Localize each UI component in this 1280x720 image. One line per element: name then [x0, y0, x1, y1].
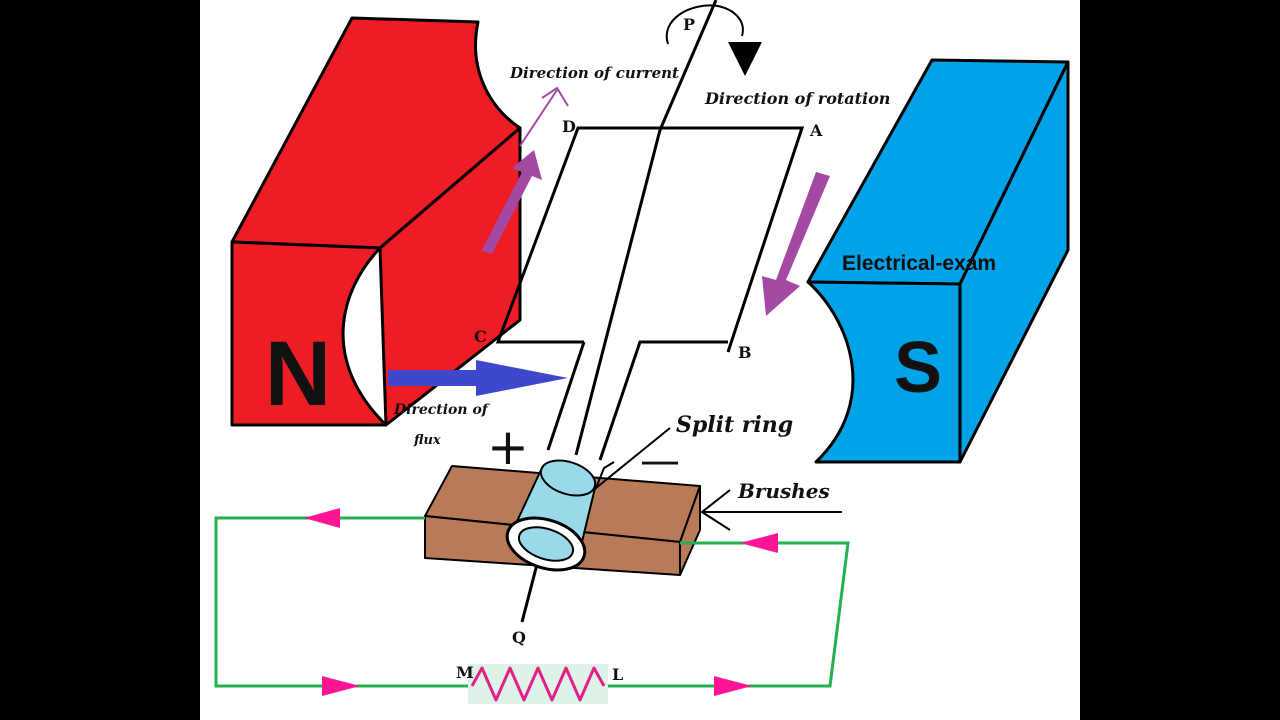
current-arrow-down-icon — [762, 172, 830, 316]
circuit-arrow-top-right-icon — [740, 533, 778, 553]
point-l-label: L — [612, 665, 623, 684]
flux-arrow-shaft — [388, 370, 480, 386]
split-ring-label: Split ring — [676, 412, 793, 438]
direction-of-flux-label-line1: Direction of — [393, 402, 491, 418]
split-ring-top — [539, 459, 597, 497]
north-magnet: N — [230, 16, 522, 427]
rotation-arrow-icon — [728, 42, 762, 76]
split-ring-pointer — [593, 427, 671, 492]
resistor-icon — [470, 666, 606, 702]
point-m-label: M — [456, 663, 474, 682]
minus-sign: — — [640, 438, 680, 484]
current-thin-arrowhead-icon — [541, 86, 569, 107]
north-pole-label: N — [265, 323, 331, 425]
circuit-arrow-bottom-right-icon — [714, 676, 752, 696]
coil-lead-left — [546, 341, 586, 451]
rotation-shaft-lower — [574, 129, 662, 456]
point-c-label: C — [474, 327, 487, 346]
rotation-shaft-upper — [658, 0, 718, 131]
point-p-label: P — [683, 15, 695, 34]
coil-lead-right — [598, 340, 728, 461]
rotation-arc — [665, 4, 744, 45]
split-ring — [505, 459, 597, 572]
south-pole-label: S — [894, 328, 942, 408]
direction-of-rotation-label: Direction of rotation — [704, 89, 890, 108]
circuit-arrow-top-left-icon — [304, 508, 340, 528]
split-ring-edge-right — [579, 487, 596, 551]
south-magnet: S Electrical-exam — [806, 58, 1070, 464]
split-ring-bottom-inner — [517, 526, 575, 562]
coil-outline — [495, 126, 805, 353]
brushes-pointer-arrowhead-icon — [700, 489, 731, 531]
current-thin-arrow-shaft — [519, 89, 558, 147]
point-b-label: B — [738, 343, 752, 362]
point-q-label: Q — [512, 628, 526, 647]
current-arrow-up-icon — [480, 150, 542, 254]
brush-side-face — [679, 485, 701, 576]
current-arrow-up — [480, 86, 569, 254]
brushes-label: Brushes — [737, 479, 830, 503]
direction-of-flux-label-line2: flux — [413, 433, 441, 448]
south-magnet-front-face — [806, 280, 962, 464]
north-magnet-side-face — [378, 126, 522, 427]
point-d-label: D — [562, 117, 576, 136]
video-watermark: InShOt — [942, 660, 1053, 698]
circuit-arrow-bottom-left-icon — [322, 676, 360, 696]
point-a-label: A — [809, 121, 823, 140]
plus-sign: + — [487, 418, 529, 476]
north-magnet-front-face — [230, 240, 388, 427]
flux-arrow — [388, 360, 568, 396]
direction-of-current-label: Direction of current — [509, 64, 679, 82]
brand-watermark: Electrical-exam — [842, 252, 996, 275]
external-circuit — [214, 508, 850, 704]
flux-arrowhead-icon — [476, 360, 568, 396]
